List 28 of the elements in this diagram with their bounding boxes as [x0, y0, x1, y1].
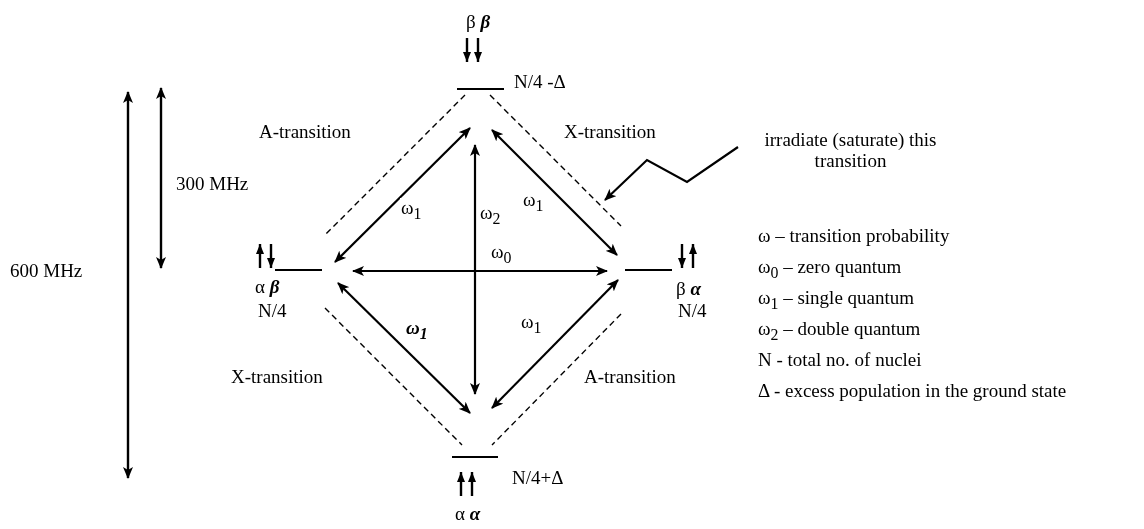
- spin-state-label: β α: [676, 279, 701, 300]
- dashed-line: [489, 94, 622, 227]
- population-label: N/4 -Δ: [514, 72, 566, 93]
- population-label: N/4: [678, 301, 707, 322]
- legend-note: Δ - excess population in the ground state: [758, 379, 1068, 403]
- leader-arrow: [604, 146, 739, 201]
- spin-state-label: β β: [466, 12, 491, 33]
- dashed-line: [323, 94, 466, 237]
- transition-arrow: [491, 279, 619, 409]
- legend-note: ω – transition probability: [758, 224, 951, 248]
- transition-arrow: [334, 127, 471, 263]
- population-label: N/4+Δ: [512, 468, 564, 489]
- spin-state-label: α α: [455, 504, 481, 525]
- legend-note: ω$_{2}$ – double quantum: [758, 317, 922, 345]
- legend-note: ω$_{1}$ – single quantum: [758, 286, 916, 314]
- legend-note: ω$_{0}$ – zero quantum: [758, 255, 903, 283]
- frequency-label: 300 MHz: [176, 174, 249, 195]
- frequency-label: 600 MHz: [10, 261, 83, 282]
- population-label: N/4: [258, 301, 287, 322]
- legend-note: N - total no. of nuclei: [758, 348, 923, 372]
- transition-arrow: [352, 266, 608, 276]
- annotation-text: irradiate (saturate) this transition: [738, 130, 963, 186]
- spin-state-label: α β: [255, 277, 280, 298]
- transition-arrow: [491, 129, 618, 256]
- transition-arrow: [337, 282, 471, 414]
- dashed-line: [324, 307, 463, 446]
- dashed-line: [491, 313, 622, 446]
- transition-arrow: [470, 144, 480, 395]
